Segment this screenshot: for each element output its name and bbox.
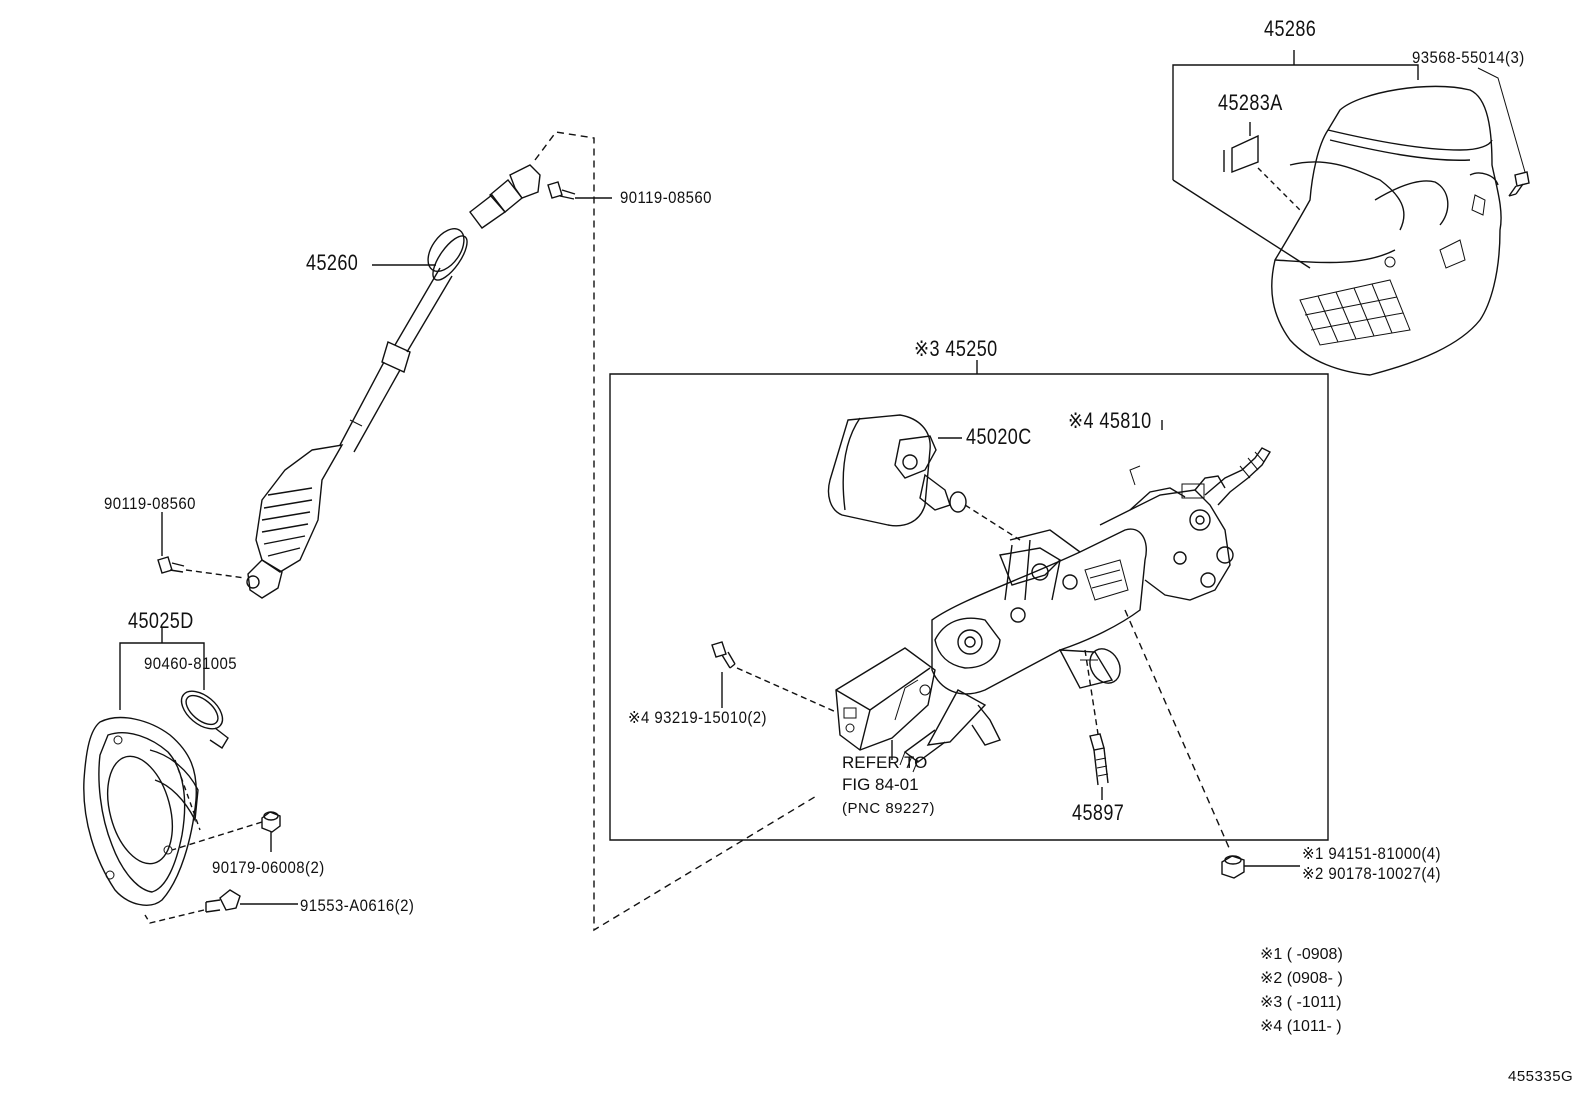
column-hole-cover <box>84 628 298 923</box>
bolt-90119-top-icon <box>548 182 575 199</box>
bolt-91553-icon <box>206 890 240 912</box>
label-90119-08560-left: 90119-08560 <box>104 494 196 513</box>
column-tube-icon <box>932 529 1146 694</box>
nut-90179-icon <box>262 812 280 832</box>
label-45250: ※3 45250 <box>914 336 998 361</box>
assembly-45250-box <box>610 374 1328 840</box>
nut-94151-90178-icon <box>1222 856 1244 878</box>
bolt-45897-icon <box>1090 734 1108 785</box>
hose-clamp-90460-icon <box>175 684 230 736</box>
hole-cover-plate-icon <box>84 718 197 906</box>
note-1: ※1 ( -0908) <box>1260 946 1343 963</box>
bolt-90119-left-icon <box>158 557 184 573</box>
label-91553-a0616: 91553-A0616(2) <box>300 896 415 915</box>
screw-93219-icon <box>712 642 735 668</box>
label-90119-08560-top: 90119-08560 <box>620 188 712 207</box>
figure-code: 455335G <box>1508 1068 1574 1085</box>
label-90460-81005: 90460-81005 <box>144 654 238 673</box>
label-45810: ※4 45810 <box>1068 408 1152 433</box>
switch-assembly-icon <box>836 648 935 750</box>
bracket-45286 <box>1173 65 1418 180</box>
intermediate-shaft <box>158 165 612 598</box>
bracket-45286-diag <box>1173 180 1310 268</box>
refer-to-line-3: (PNC 89227) <box>842 800 936 817</box>
label-93219-15010: ※4 93219-15010(2) <box>628 708 767 727</box>
label-45286: 45286 <box>1264 16 1317 41</box>
refer-to-line-2: FIG 84-01 <box>842 775 919 794</box>
steering-column-assembly <box>610 360 1328 850</box>
dashed-fold-line <box>535 132 818 930</box>
cover-grid <box>1300 280 1410 345</box>
refer-to-line-1: REFER TO <box>842 753 928 772</box>
steering-lock-45020c-icon <box>829 415 931 526</box>
label-93568-55014: 93568-55014(3) <box>1412 48 1525 67</box>
note-4: ※4 (1011- ) <box>1260 1018 1342 1035</box>
label-45283a: 45283A <box>1218 90 1283 115</box>
label-45260: 45260 <box>306 250 359 275</box>
upper-universal-joint-icon <box>510 165 540 198</box>
column-cover-assembly <box>1173 50 1529 375</box>
column-cover-icon <box>1272 86 1501 375</box>
label-45020c: 45020C <box>966 424 1032 449</box>
label-45025d: 45025D <box>128 608 194 633</box>
label-45897: 45897 <box>1072 800 1125 825</box>
note-2: ※2 (0908- ) <box>1260 970 1343 987</box>
note-3: ※3 ( -1011) <box>1260 994 1342 1011</box>
shaft-boot-icon <box>256 445 342 572</box>
label-90179-06008: 90179-06008(2) <box>212 858 325 877</box>
label-94151-81000: ※1 94151-81000(4) <box>1302 844 1441 863</box>
screw-93568-icon <box>1509 172 1529 196</box>
label-plate-45283a-icon <box>1232 136 1258 172</box>
label-90178-10027: ※2 90178-10027(4) <box>1302 864 1441 883</box>
